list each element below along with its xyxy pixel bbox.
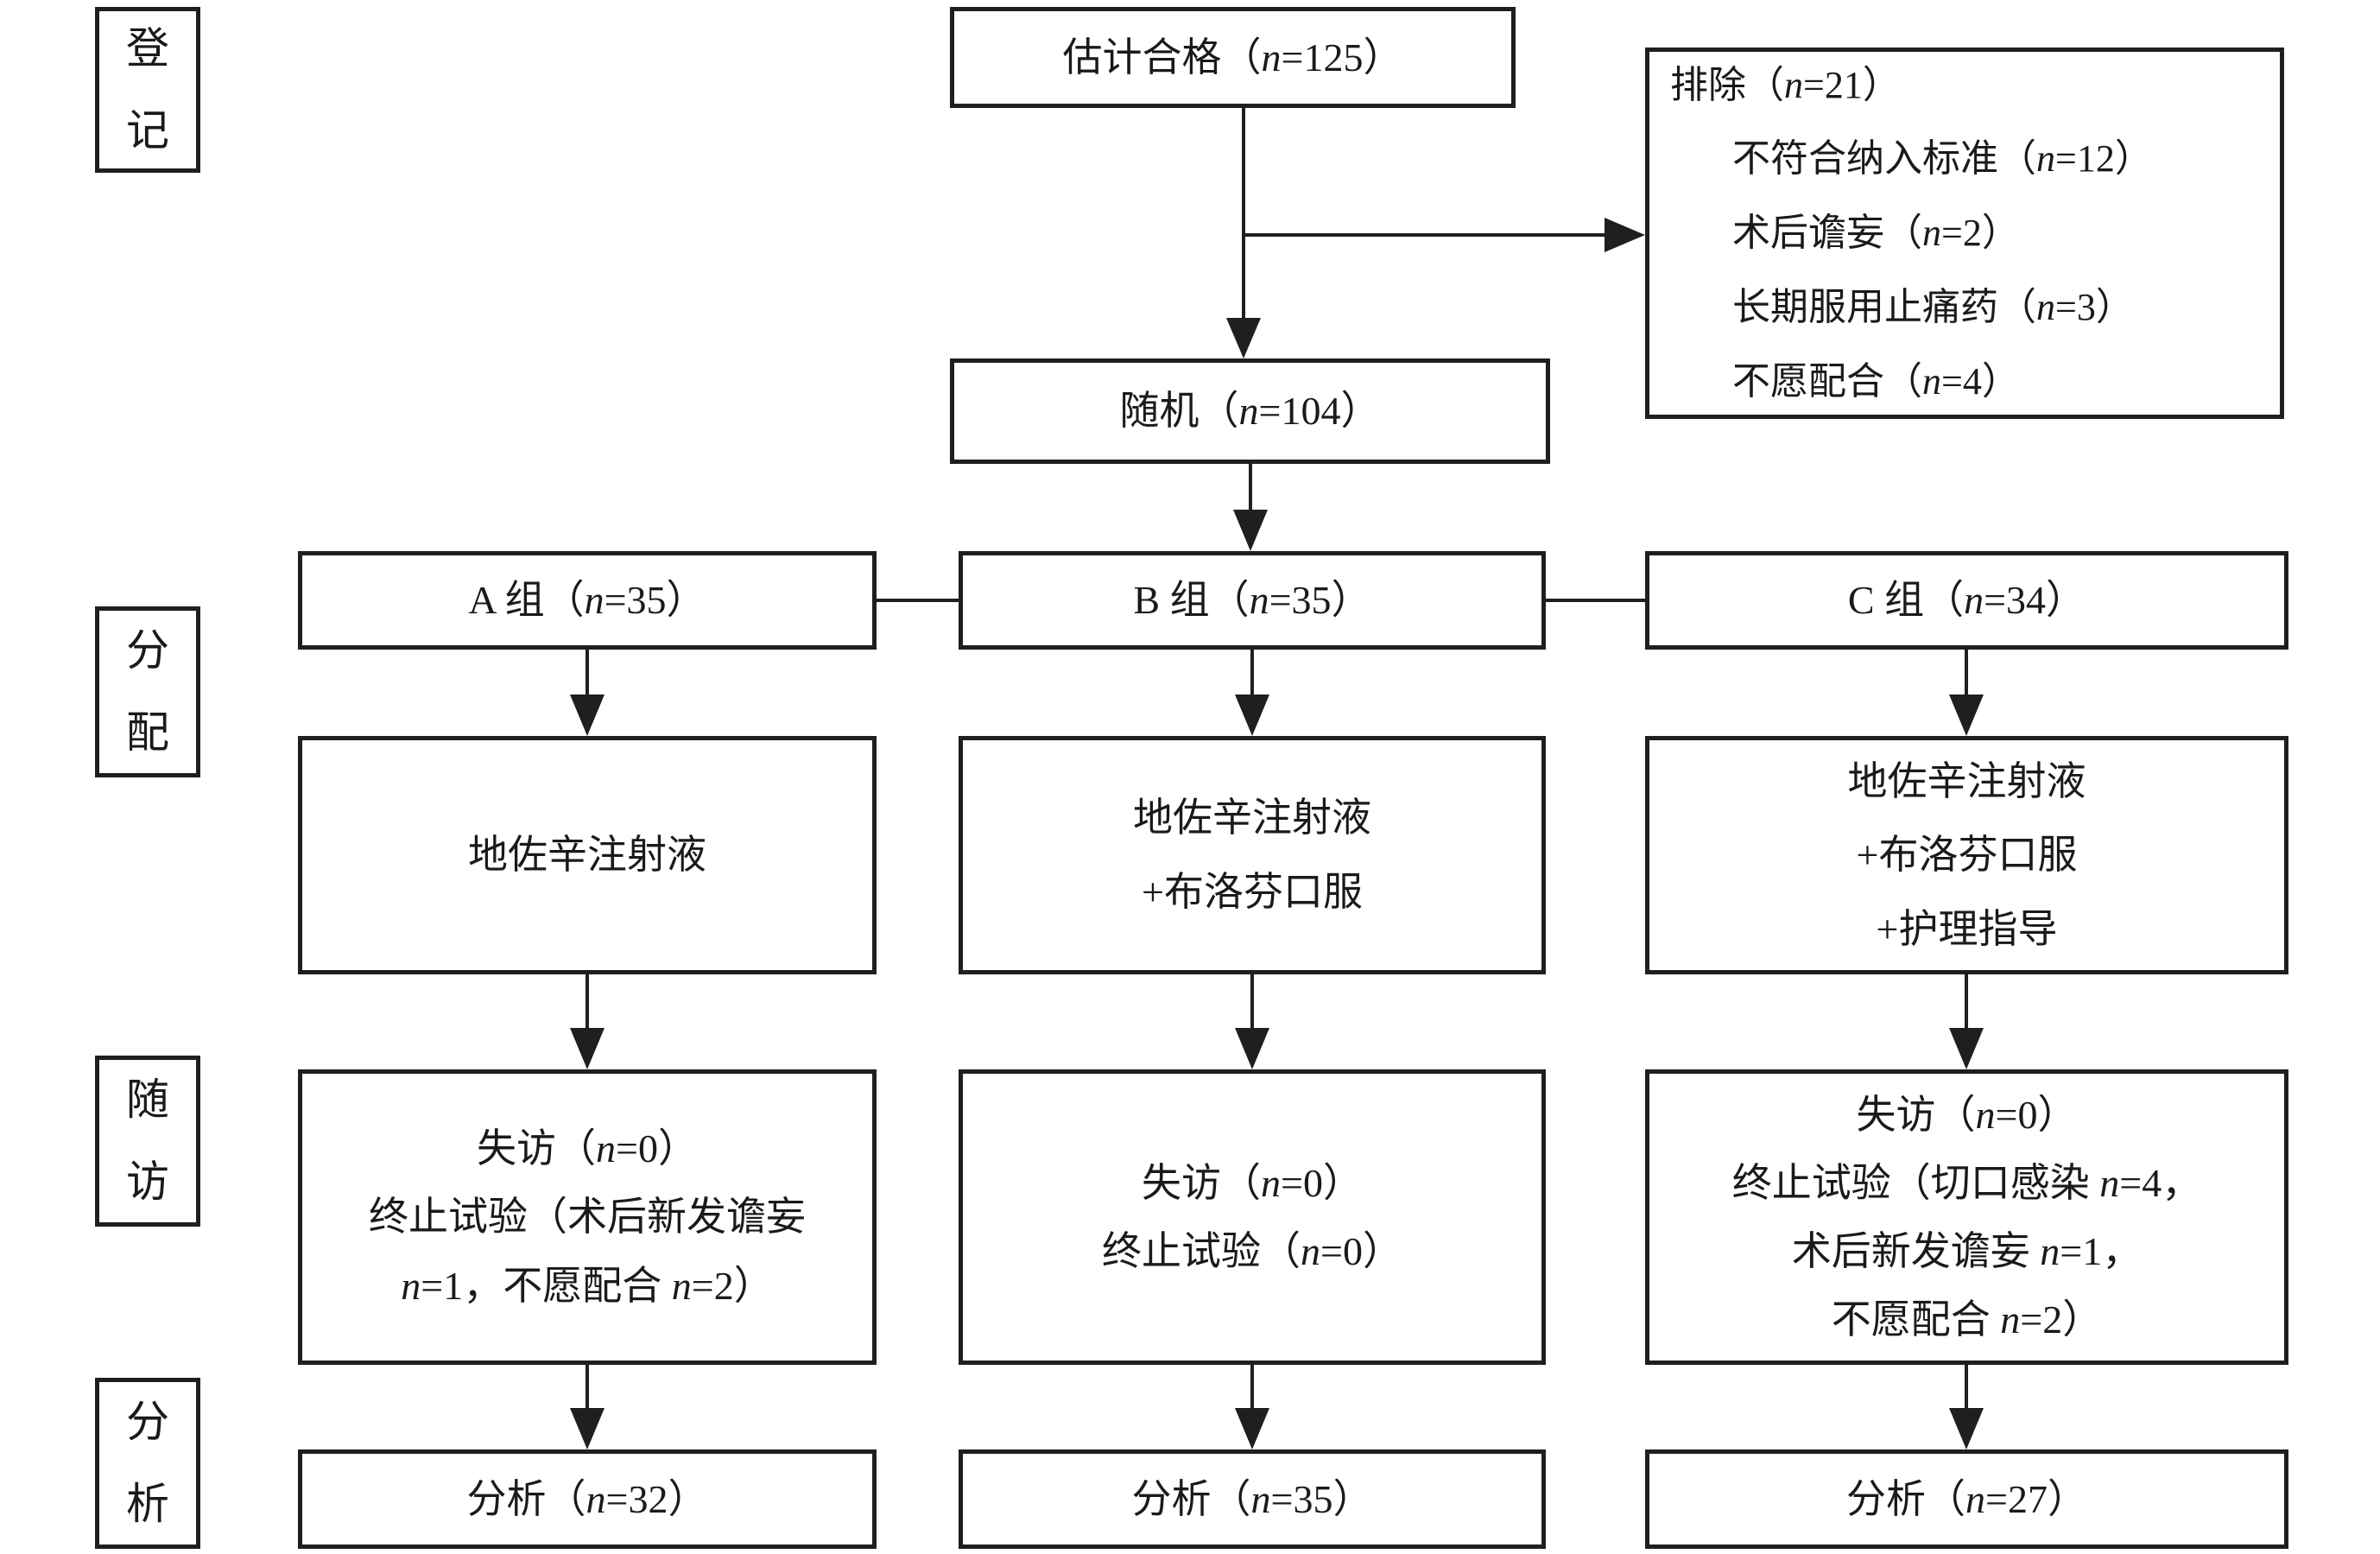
- box-group-c: C 组（n=34）: [1645, 551, 2288, 650]
- excluded-reason: 术后谵妄（n=2）: [1732, 212, 2020, 255]
- stage-label-analysis: 分析: [95, 1378, 200, 1549]
- box-eligible: 估计合格（n=125）: [950, 7, 1516, 108]
- excluded-reason: 不符合纳入标准（n=12）: [1732, 137, 2153, 181]
- box-analysis-b: 分析（n=35）: [959, 1449, 1546, 1549]
- box-randomized: 随机（n=104）: [950, 358, 1550, 464]
- stage-label-allocation: 分配: [95, 606, 200, 777]
- box-followup-a: 失访（n=0） 终止试验（术后新发谵妄 n=1，不愿配合 n=2）: [298, 1069, 877, 1365]
- box-analysis-a: 分析（n=32）: [298, 1449, 877, 1549]
- box-group-b: B 组（n=35）: [959, 551, 1546, 650]
- excluded-title: 排除（n=21）: [1670, 63, 1901, 106]
- box-followup-c: 失访（n=0） 终止试验（切口感染 n=4， 术后新发谵妄 n=1， 不愿配合 …: [1645, 1069, 2288, 1365]
- box-treatment-a: 地佐辛注射液: [298, 736, 877, 974]
- box-treatment-c: 地佐辛注射液 +布洛芬口服 +护理指导: [1645, 736, 2288, 974]
- box-analysis-c: 分析（n=27）: [1645, 1449, 2288, 1549]
- box-followup-b: 失访（n=0） 终止试验（n=0）: [959, 1069, 1546, 1365]
- box-group-a: A 组（n=35）: [298, 551, 877, 650]
- stage-label-followup: 随访: [95, 1056, 200, 1227]
- box-excluded: 排除（n=21） 不符合纳入标准（n=12） 术后谵妄（n=2） 长期服用止痛药…: [1645, 48, 2284, 419]
- excluded-reason: 长期服用止痛药（n=3）: [1732, 285, 2134, 328]
- box-treatment-b: 地佐辛注射液 +布洛芬口服: [959, 736, 1546, 974]
- stage-label-enrollment: 登记: [95, 7, 200, 173]
- excluded-reason: 不愿配合（n=4）: [1732, 359, 2020, 403]
